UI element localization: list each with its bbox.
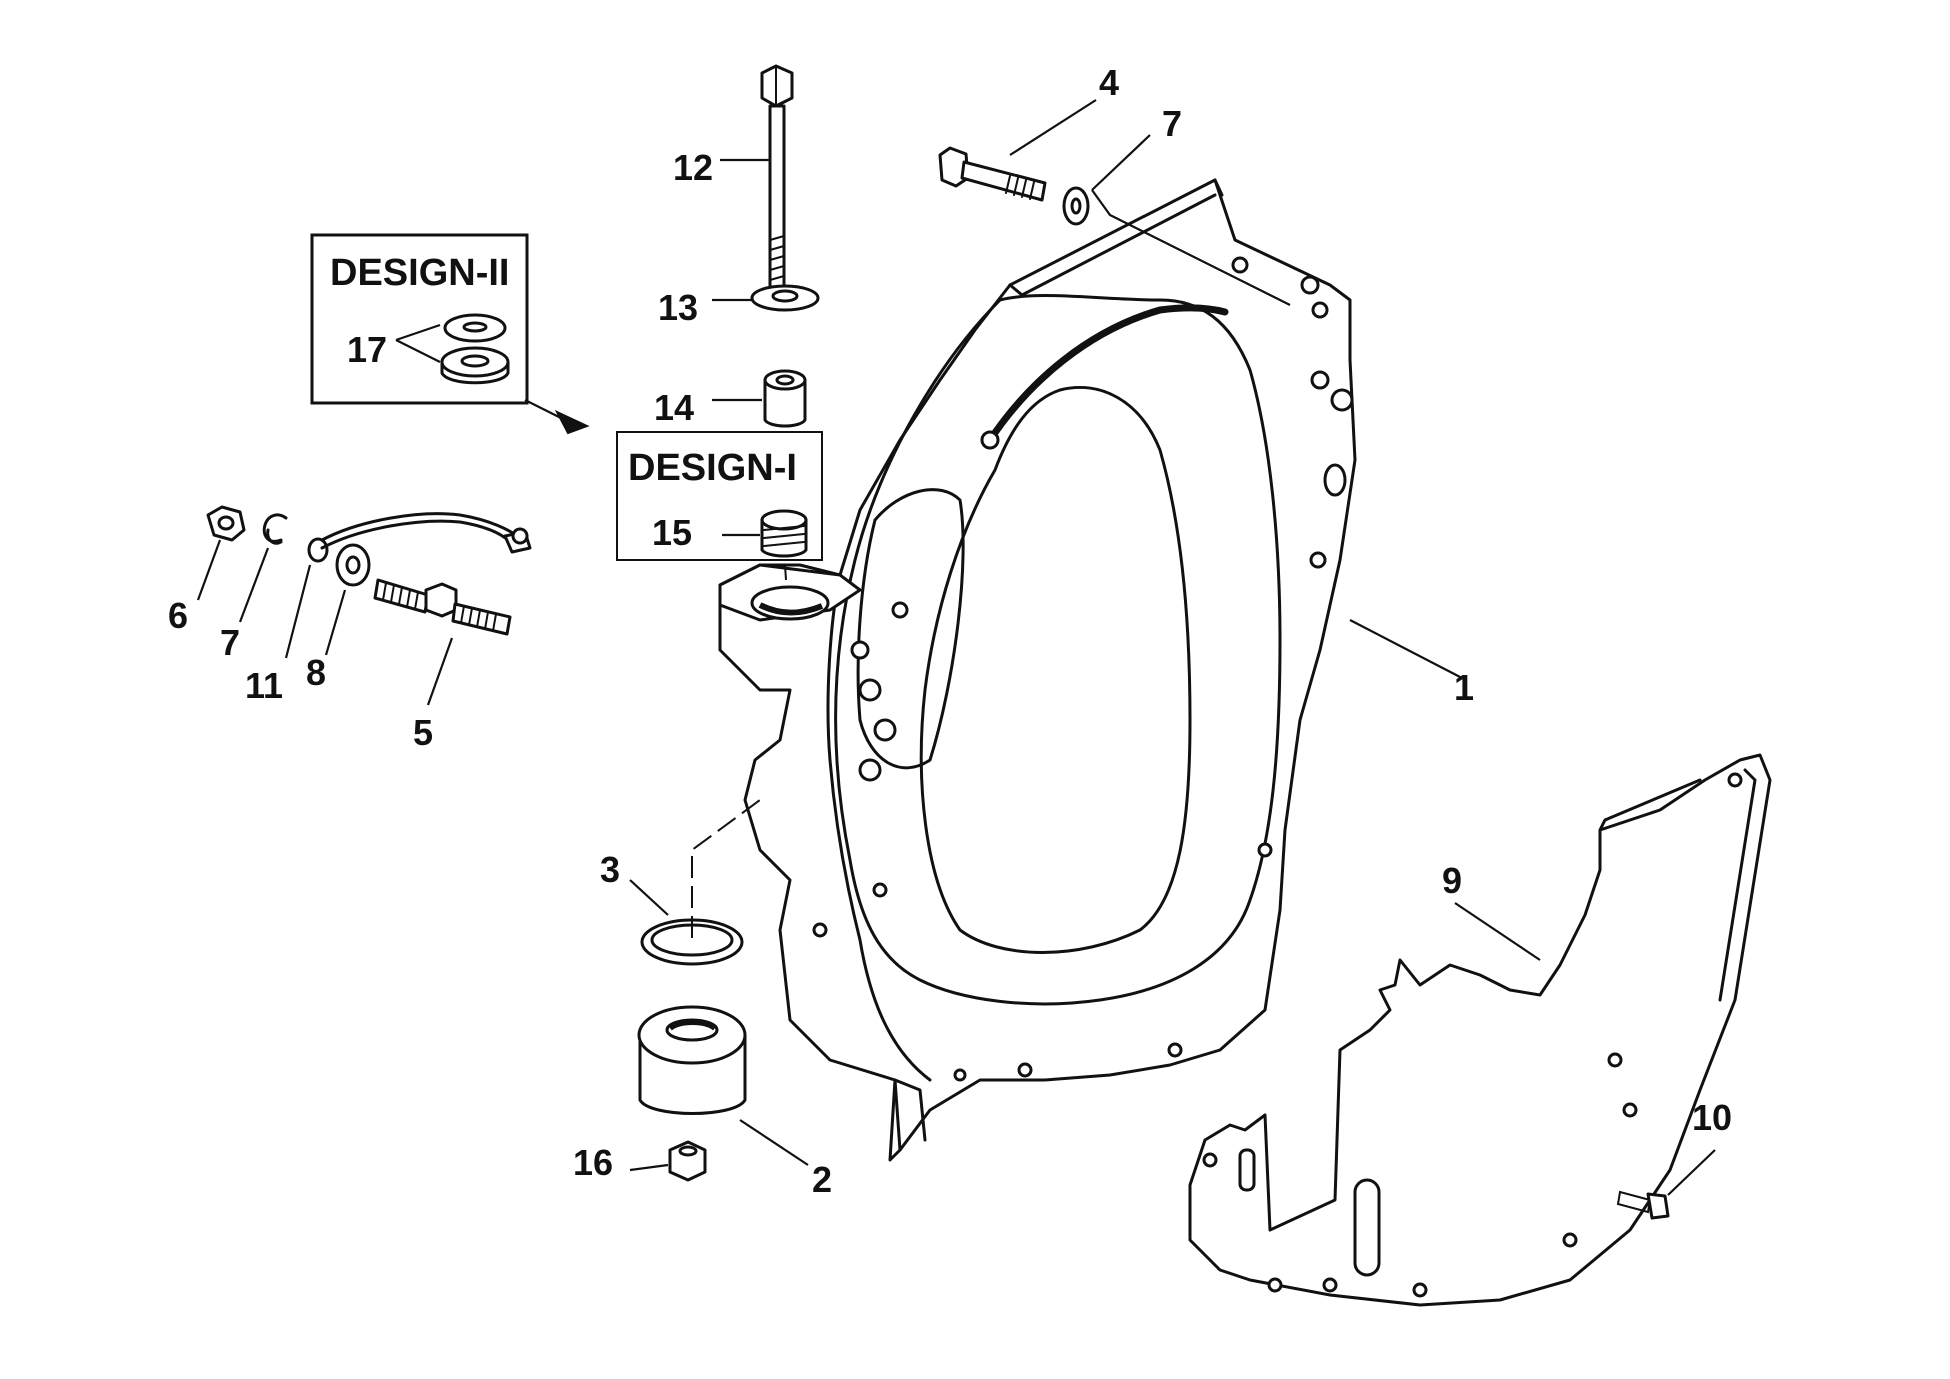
callout-6: 6 [168,595,188,636]
callout-14: 14 [654,387,694,428]
ground-stud-assembly [206,505,532,636]
nut-16 [668,1140,707,1182]
callout-11: 11 [245,665,283,706]
long-bolt [760,64,794,292]
cover-plate [1188,753,1772,1307]
design-i-box [616,431,823,561]
flywheel-housing [718,178,1357,1162]
spacer-14 [763,369,807,428]
callout-9: 9 [1442,860,1462,901]
isolator-2 [637,1005,747,1115]
bolt-4 [938,146,1047,202]
callout-5: 5 [413,712,433,753]
design-ii-box [310,233,529,405]
callout-15: 15 [652,512,692,553]
callout-2: 2 [812,1159,832,1200]
callout-3: 3 [600,849,620,890]
callout-7-top: 7 [1162,103,1182,144]
callout-1: 1 [1454,667,1474,708]
washer-7-top [1062,186,1090,226]
design-i-title: DESIGN-I [628,447,797,489]
callout-labels: 4 7 12 13 14 15 1 9 10 3 2 16 6 7 11 8 5… [168,62,1732,1200]
washer-13 [750,284,820,312]
callout-10: 10 [1692,1097,1732,1138]
insert-15 [760,509,808,558]
callout-16: 16 [573,1142,613,1183]
callout-4: 4 [1099,62,1119,103]
callout-17: 17 [347,329,387,370]
callout-12: 12 [673,147,713,188]
design-ii-title: DESIGN-II [330,252,509,294]
leader-lines [196,99,1716,1196]
callout-7: 7 [220,622,240,663]
bolt-10 [1616,1190,1670,1220]
callout-8: 8 [306,652,326,693]
o-ring-3 [640,918,744,966]
callout-13: 13 [658,287,698,328]
